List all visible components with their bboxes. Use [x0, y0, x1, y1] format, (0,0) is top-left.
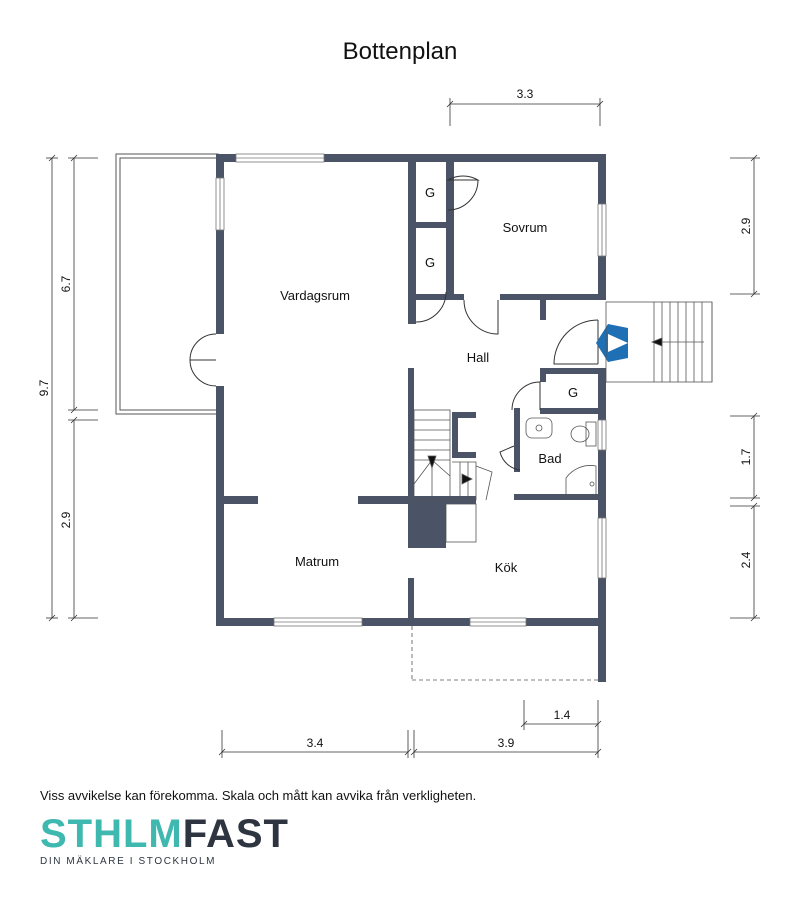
shower-icon: [565, 465, 597, 497]
dim-left-total: 9.7: [37, 379, 51, 396]
dim-bottom-small: 1.4: [554, 708, 571, 722]
bathroom-fixtures: [499, 417, 597, 497]
dim-right-low: 2.4: [739, 551, 753, 568]
entrance-arrow-icon: [596, 324, 628, 362]
room-label-g1: G: [425, 185, 435, 200]
room-label-vardagsrum: Vardagsrum: [280, 288, 350, 303]
floor-plan: Vardagsrum Sovrum G G G Hall Bad Matrum …: [37, 87, 760, 758]
dim-bottom-right: 3.9: [498, 736, 515, 750]
plan-title: Bottenplan: [342, 38, 458, 65]
brand-logo: STHLMFAST DIN MÄKLARE I STOCKHOLM: [40, 814, 289, 867]
room-label-g2: G: [425, 255, 435, 270]
room-label-matrum: Matrum: [295, 554, 339, 569]
dim-left-upper: 6.7: [59, 275, 73, 292]
terrace-door: [189, 333, 224, 387]
room-label-sovrum: Sovrum: [503, 220, 548, 235]
dim-left-lower: 2.9: [59, 511, 73, 528]
interior-walls: [216, 154, 606, 626]
logo-wordmark: STHLMFAST: [40, 814, 289, 854]
room-labels: Vardagsrum Sovrum G G G Hall Bad Matrum …: [280, 185, 578, 575]
interior-stairs: [413, 409, 493, 543]
dim-top: 3.3: [517, 87, 534, 101]
logo-part-sthlm: STHLM: [40, 812, 183, 856]
room-label-kok: Kök: [495, 560, 518, 575]
kitchen-extension: [411, 626, 598, 681]
room-label-bad: Bad: [538, 451, 561, 466]
toilet-icon: [570, 421, 597, 447]
entrance-door: [553, 319, 628, 365]
room-label-g3: G: [568, 385, 578, 400]
dim-bottom-left: 3.4: [307, 736, 324, 750]
closet-doors: [415, 175, 541, 411]
dimension-lines: 3.3 6.7 9.7 2.9 2.9 1.7: [37, 87, 760, 758]
logo-part-fast: FAST: [182, 812, 289, 856]
disclaimer-text: Viss avvikelse kan förekomma. Skala och …: [40, 788, 477, 803]
sink-icon: [525, 417, 553, 439]
dim-right-mid: 1.7: [739, 448, 753, 465]
terrace-outline: [115, 153, 219, 415]
windows: [215, 153, 607, 627]
outside-stairs: [605, 301, 713, 383]
logo-tagline: DIN MÄKLARE I STOCKHOLM: [40, 856, 217, 867]
room-label-hall: Hall: [467, 350, 490, 365]
dim-right-top: 2.9: [739, 217, 753, 234]
